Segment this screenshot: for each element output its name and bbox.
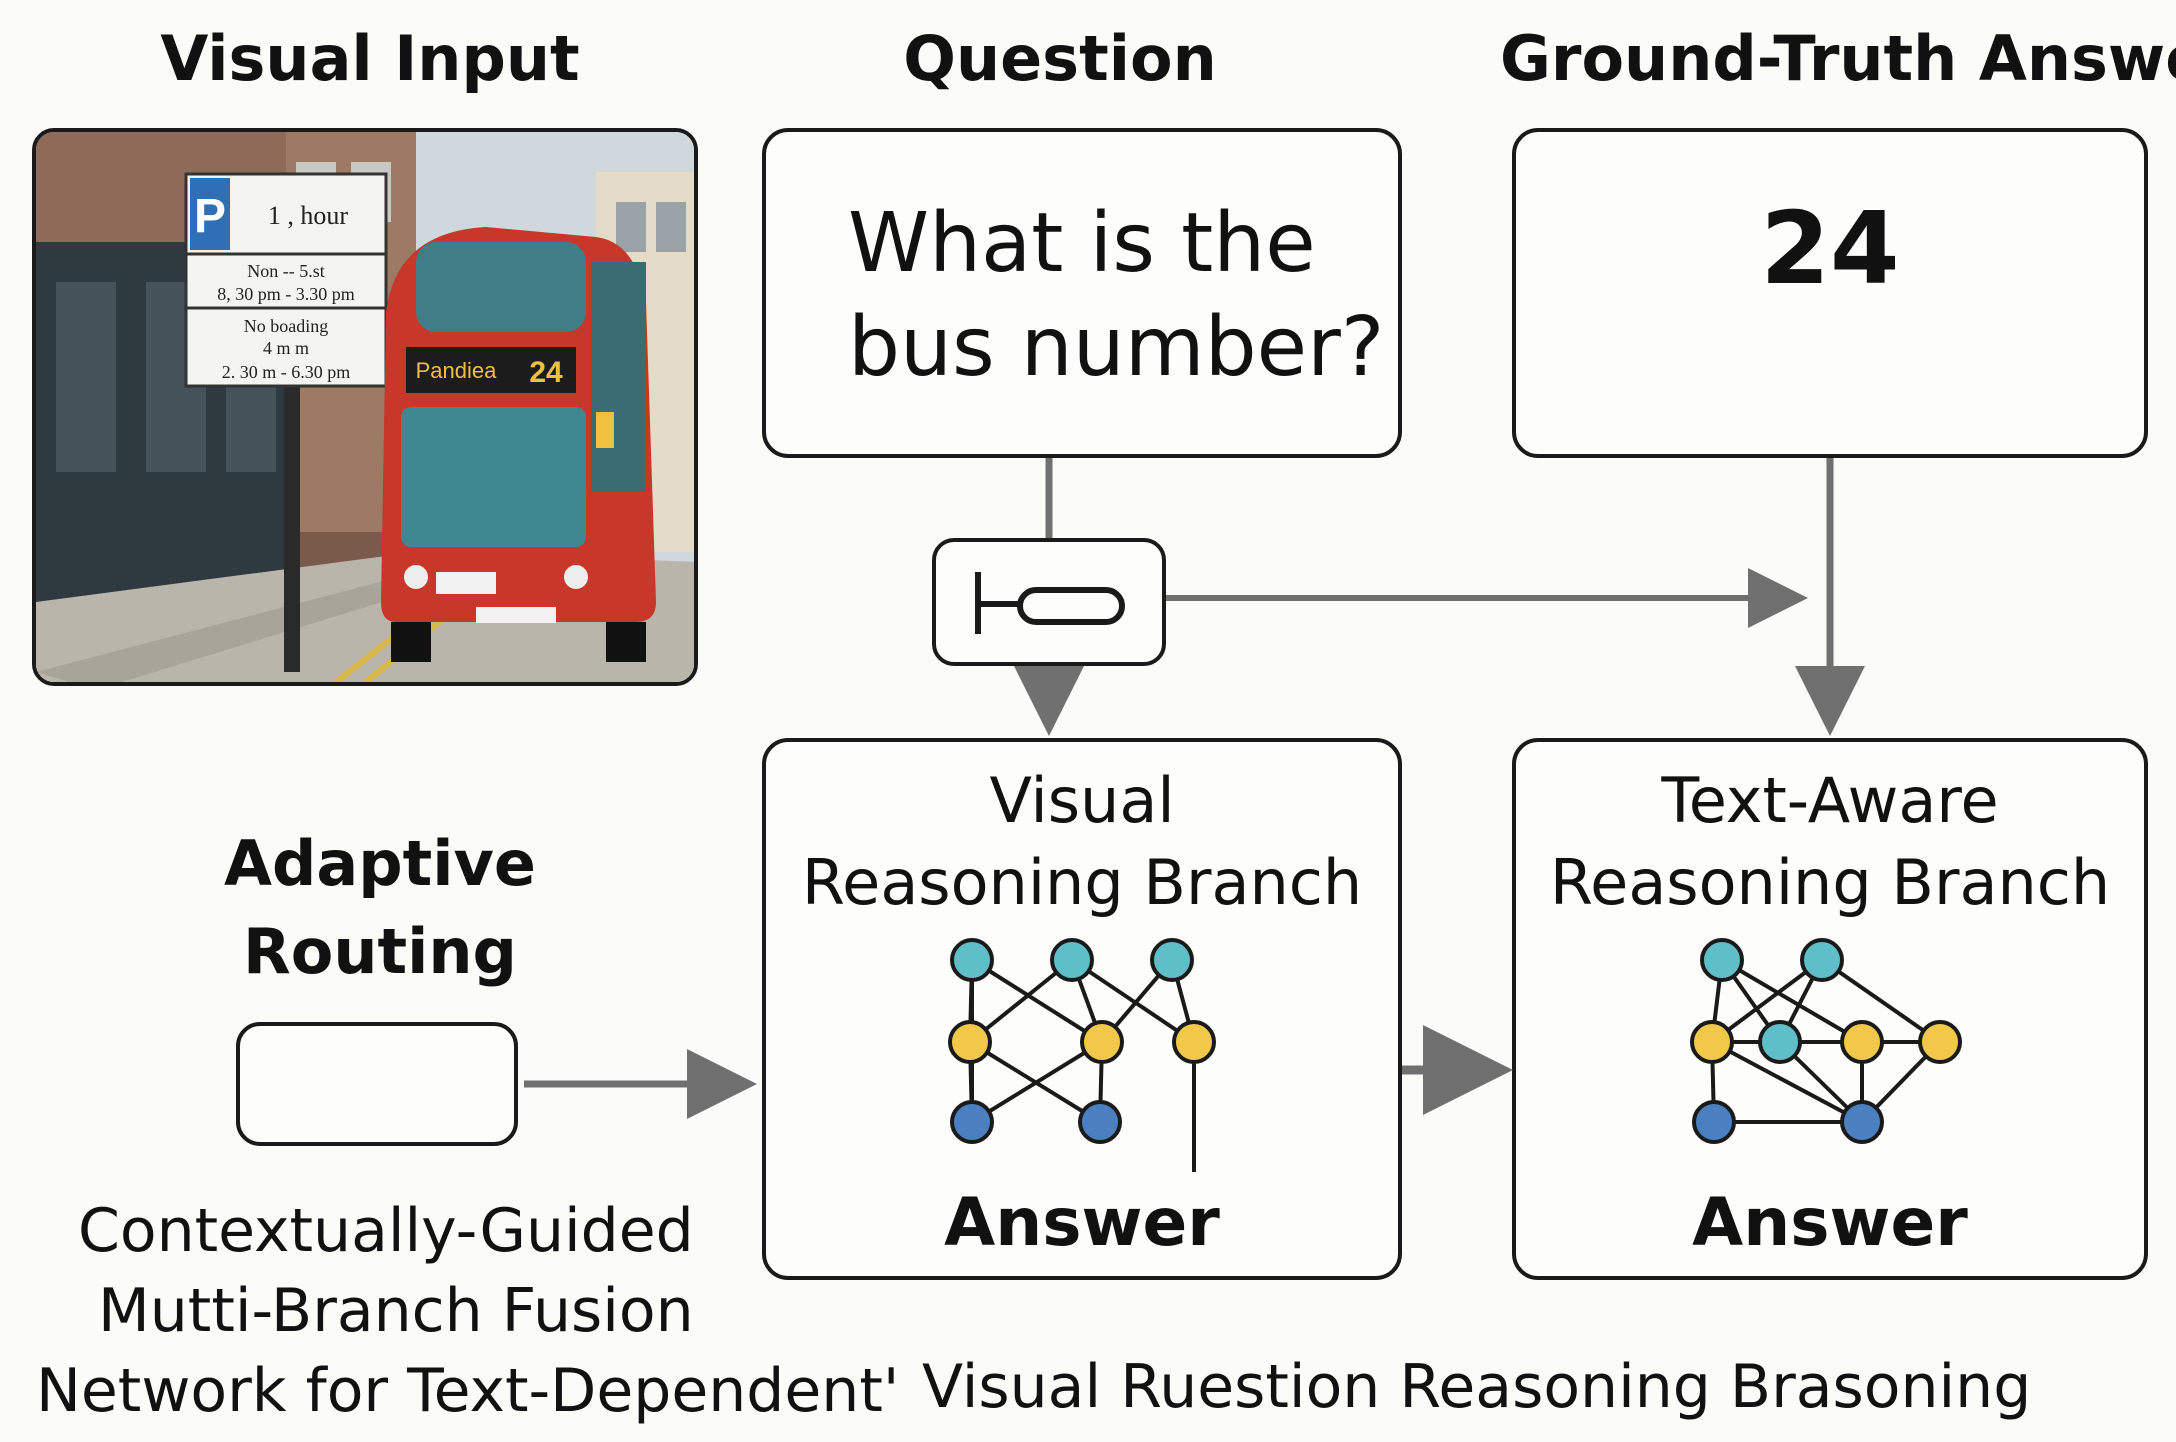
network-node — [1800, 938, 1844, 982]
sign-letter: P — [194, 190, 226, 243]
caption-left-line: Network for Text-Dependent' — [36, 1356, 900, 1426]
visual-reasoning-branch-box — [762, 738, 1402, 1280]
text-branch-answer: Answer — [1692, 1184, 1968, 1261]
network-edge — [1710, 958, 1824, 1044]
network-node — [1840, 1020, 1884, 1064]
sign-line: 1 , hour — [268, 201, 349, 230]
network-node — [950, 938, 994, 982]
visual-branch-network-icon — [948, 938, 1216, 1172]
header-question: Question — [903, 22, 1217, 95]
caption-right: Visual Ruestion Reasoning Brasoning — [922, 1352, 2032, 1422]
street-scene-illustration: P 1 , hour Non -- 5.st 8, 30 pm - 3.30 p… — [36, 132, 694, 682]
text-aware-reasoning-branch-box — [1512, 738, 2148, 1280]
sign-line: 4 m m — [263, 338, 309, 358]
ground-truth-box — [1512, 128, 2148, 458]
adaptive-routing-title-line: Routing — [243, 915, 517, 988]
sign-line: 8, 30 pm - 3.30 pm — [217, 284, 355, 304]
network-node — [1050, 938, 1094, 982]
header-ground-truth: Ground-Truth Answer — [1500, 22, 2176, 95]
adaptive-routing-title-line: Adaptive — [224, 827, 536, 900]
network-node — [950, 1100, 994, 1144]
network-node — [1700, 938, 1744, 982]
routing-module-box — [236, 1022, 518, 1146]
tokenizer-box — [932, 538, 1166, 666]
network-edge — [1720, 958, 1864, 1044]
question-text-line: What is the — [848, 196, 1316, 291]
bus-route-number: 24 — [529, 356, 563, 389]
network-node — [1692, 1100, 1736, 1144]
text-branch-title-line: Text-Aware — [1661, 764, 1999, 837]
visual-branch-title-line: Reasoning Branch — [801, 846, 1363, 919]
caption-left-line: Contextually-Guided — [78, 1196, 694, 1266]
sign-line: Non -- 5.st — [247, 261, 325, 281]
network-edge — [970, 958, 1104, 1044]
text-branch-network-icon — [1690, 938, 1962, 1144]
network-edge — [1070, 958, 1196, 1044]
caption-left-line: Mutti-Branch Fusion — [98, 1276, 694, 1346]
network-node — [1078, 1100, 1122, 1144]
sign-line: 2. 30 m - 6.30 pm — [222, 362, 351, 382]
question-text-line: bus number? — [848, 300, 1385, 395]
text-branch-title-line: Reasoning Branch — [1549, 846, 2111, 919]
network-node — [948, 1020, 992, 1064]
network-node — [1172, 1020, 1216, 1064]
question-box — [762, 128, 1402, 458]
bus-destination: Pandiea — [416, 358, 498, 383]
network-edge — [970, 1040, 1104, 1124]
tokenizer-icon — [975, 572, 1125, 634]
network-node — [1758, 1020, 1802, 1064]
network-node — [1150, 938, 1194, 982]
header-visual-input: Visual Input — [160, 22, 580, 95]
network-node — [1080, 1020, 1124, 1064]
network-edge — [1711, 1040, 1863, 1124]
visual-branch-title-line: Visual — [989, 764, 1175, 837]
network-node — [1840, 1100, 1884, 1144]
visual-input-photo: P 1 , hour Non -- 5.st 8, 30 pm - 3.30 p… — [32, 128, 698, 686]
sign-line: No boading — [244, 316, 329, 336]
network-edge — [1820, 958, 1942, 1044]
network-node — [1690, 1020, 1734, 1064]
network-node — [1918, 1020, 1962, 1064]
ground-truth-value: 24 — [1760, 190, 1900, 307]
visual-branch-answer: Answer — [944, 1184, 1220, 1261]
